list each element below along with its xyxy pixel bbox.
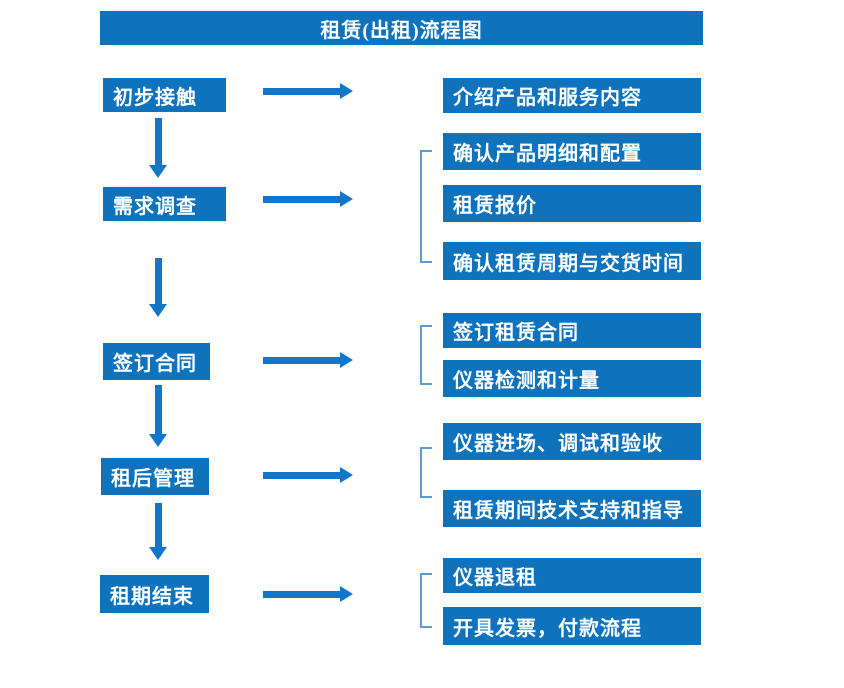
output-box-confirm-product-details: 确认产品明细和配置	[443, 133, 701, 170]
output-box-introduce-product-services: 介绍产品和服务内容	[443, 78, 701, 113]
right-arrow-3-head	[340, 352, 353, 368]
down-arrow-4-head	[149, 547, 167, 560]
group-bracket-demand-survey	[420, 150, 432, 263]
group-bracket-post-rental	[420, 447, 432, 498]
output-box-instrument-entry-acceptance: 仪器进场、调试和验收	[443, 423, 701, 460]
output-box-rental-quotation: 租赁报价	[443, 185, 701, 222]
right-arrow-5-shaft	[263, 590, 340, 598]
right-arrow-4-head	[340, 467, 353, 483]
stage-box-rental-end: 租期结束	[100, 575, 209, 613]
output-box-sign-rental-contract: 签订租赁合同	[443, 313, 701, 348]
right-arrow-1-head	[340, 83, 353, 99]
stage-box-sign-contract: 签订合同	[103, 343, 210, 380]
output-box-instrument-testing-measurement: 仪器检测和计量	[443, 360, 701, 397]
down-arrow-1	[149, 118, 167, 178]
down-arrow-1-shaft	[154, 118, 162, 165]
down-arrow-1-head	[149, 165, 167, 178]
stage-box-post-rental-management: 租后管理	[101, 458, 209, 495]
right-arrow-5	[263, 586, 353, 602]
flowchart-title: 租赁(出租)流程图	[320, 19, 483, 42]
down-arrow-4-shaft	[154, 503, 162, 547]
down-arrow-3-head	[149, 434, 167, 447]
right-arrow-4	[263, 467, 353, 483]
group-bracket-sign-contract	[420, 325, 432, 385]
right-arrow-2	[263, 191, 353, 207]
output-box-rental-technical-support: 租赁期间技术支持和指导	[443, 490, 701, 527]
down-arrow-2-shaft	[154, 258, 162, 304]
right-arrow-1-shaft	[263, 87, 340, 95]
group-bracket-rental-end	[420, 573, 432, 628]
down-arrow-2-head	[149, 304, 167, 317]
stage-box-demand-survey: 需求调查	[103, 187, 226, 221]
right-arrow-1	[263, 83, 353, 99]
flowchart-title-bar: 租赁(出租)流程图	[100, 11, 703, 45]
right-arrow-3-shaft	[263, 356, 340, 364]
right-arrow-3	[263, 352, 353, 368]
down-arrow-4	[149, 503, 167, 560]
right-arrow-2-head	[340, 191, 353, 207]
right-arrow-5-head	[340, 586, 353, 602]
down-arrow-3-shaft	[154, 385, 162, 434]
output-box-instrument-return: 仪器退租	[443, 558, 701, 593]
down-arrow-3	[149, 385, 167, 447]
output-box-invoice-payment-process: 开具发票，付款流程	[443, 607, 701, 645]
down-arrow-2	[149, 258, 167, 317]
output-box-confirm-rental-period-delivery: 确认租赁周期与交货时间	[443, 242, 701, 280]
right-arrow-4-shaft	[263, 471, 340, 479]
stage-box-initial-contact: 初步接触	[103, 78, 226, 112]
right-arrow-2-shaft	[263, 195, 340, 203]
